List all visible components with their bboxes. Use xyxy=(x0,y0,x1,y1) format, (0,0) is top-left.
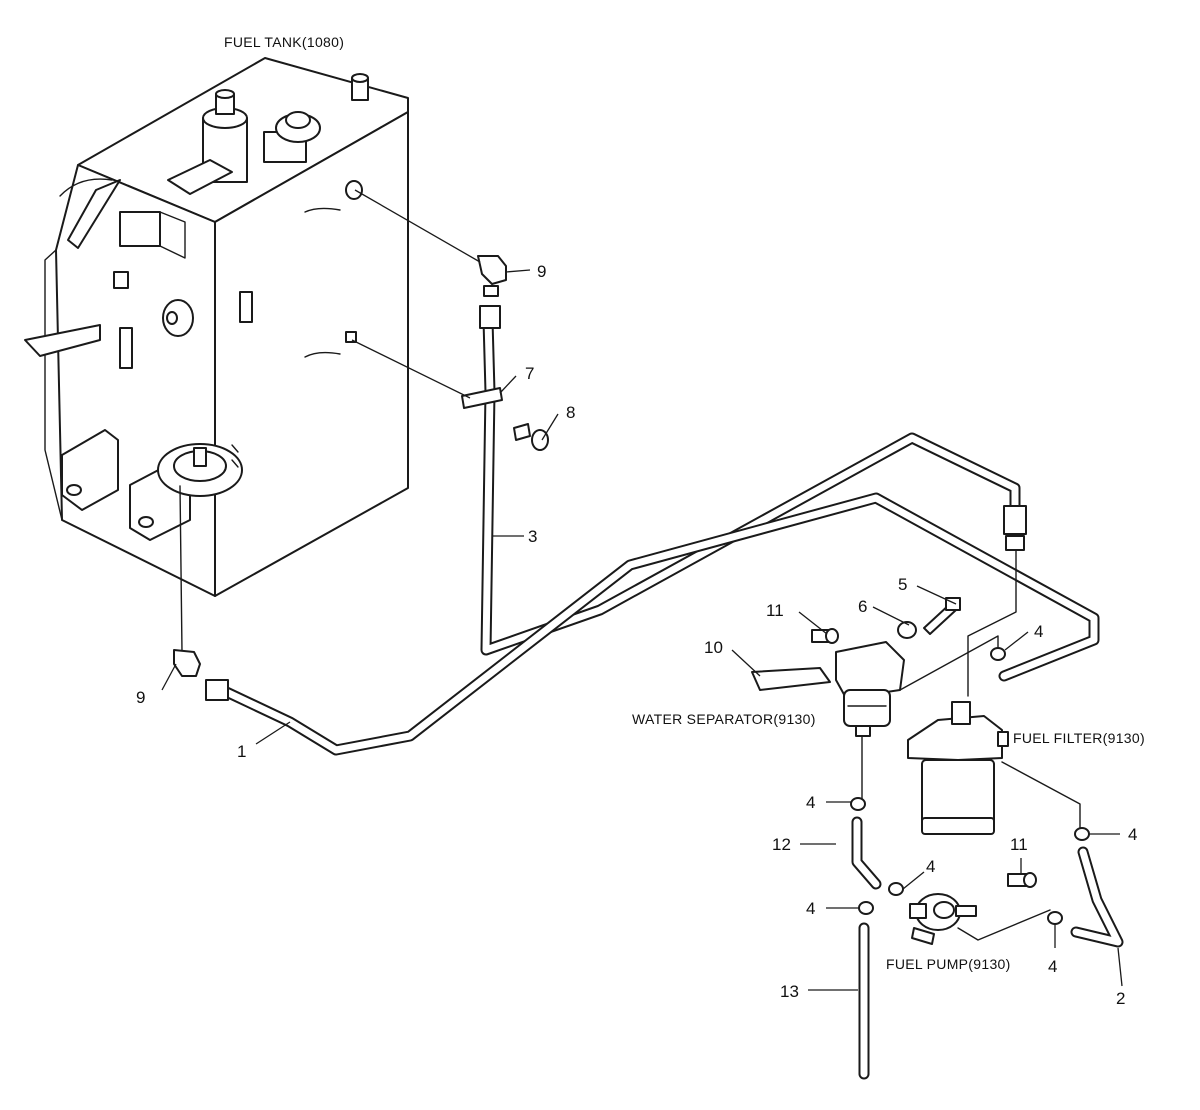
water-separator-caption: WATER SEPARATOR(9130) xyxy=(632,711,816,727)
callout-8: 8 xyxy=(566,403,575,422)
callout-1: 1 xyxy=(237,742,246,761)
callout-4-e: 4 xyxy=(806,899,815,918)
callout-9-upper: 9 xyxy=(537,262,546,281)
callout-4-b: 4 xyxy=(806,793,815,812)
callout-4-d: 4 xyxy=(1128,825,1137,844)
leader-lines xyxy=(161,189,1123,991)
water-separator xyxy=(835,641,905,737)
callout-12: 12 xyxy=(772,835,791,854)
callout-2: 2 xyxy=(1116,989,1125,1008)
callout-5: 5 xyxy=(898,575,907,594)
fuel-tank-caption: FUEL TANK(1080) xyxy=(224,34,344,50)
callout-11-upper: 11 xyxy=(766,601,784,620)
callout-numbers: 9 9 7 8 3 5 6 11 10 4 1 4 12 4 4 11 4 4 … xyxy=(136,262,1137,1008)
callout-3: 3 xyxy=(528,527,537,546)
callout-9-lower: 9 xyxy=(136,688,145,707)
callout-13: 13 xyxy=(780,982,799,1001)
callout-10: 10 xyxy=(704,638,723,657)
callout-7: 7 xyxy=(525,364,534,383)
fittings xyxy=(173,255,1090,925)
fuel-tank xyxy=(24,57,409,597)
callout-4-f: 4 xyxy=(1048,957,1057,976)
callout-4-c: 4 xyxy=(926,857,935,876)
callout-11-lower: 11 xyxy=(1010,835,1028,854)
component-captions: FUEL TANK(1080) WATER SEPARATOR(9130) FU… xyxy=(224,34,1145,972)
fuel-filter xyxy=(907,701,1009,835)
callout-4-a: 4 xyxy=(1034,622,1043,641)
fuel-lines xyxy=(179,314,1124,1080)
fuel-pump xyxy=(909,893,977,945)
fuel-pump-caption: FUEL PUMP(9130) xyxy=(886,956,1011,972)
fuel-filter-caption: FUEL FILTER(9130) xyxy=(1013,730,1145,746)
callout-6: 6 xyxy=(858,597,867,616)
